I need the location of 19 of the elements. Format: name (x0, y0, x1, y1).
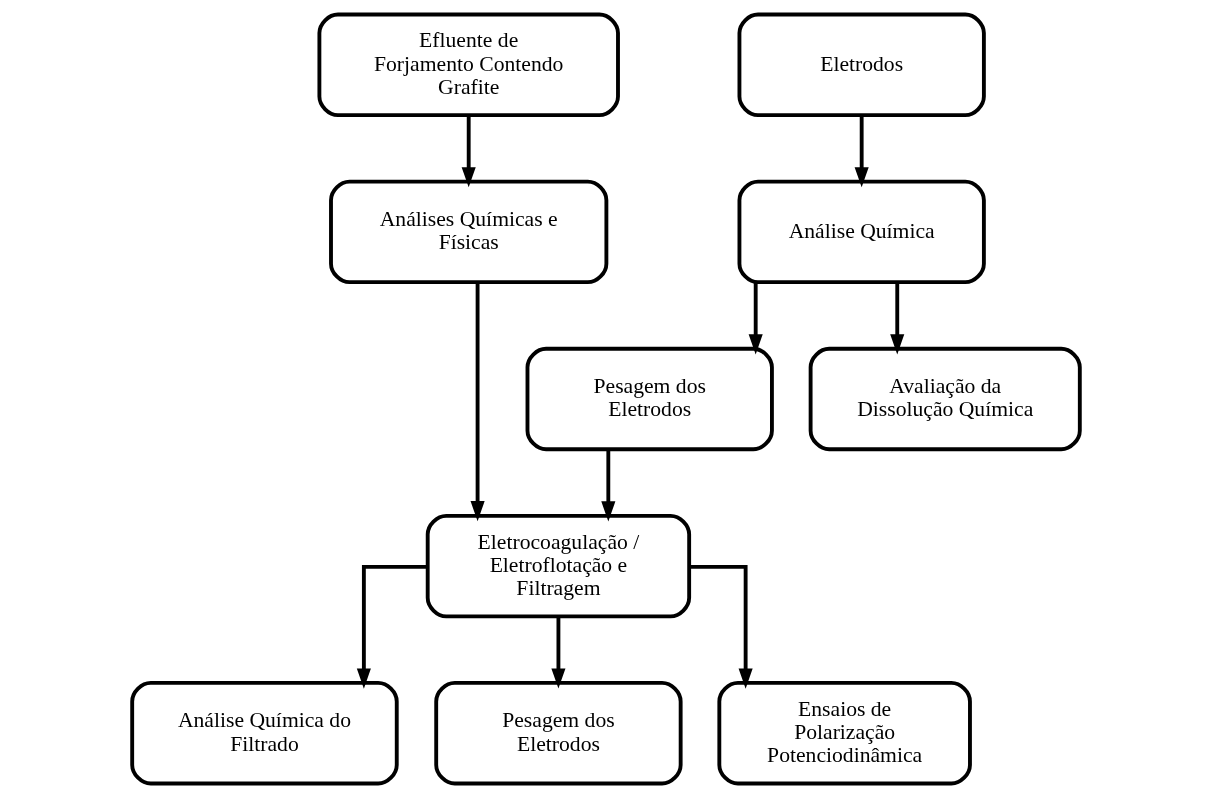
arrow (461, 115, 476, 188)
arrow (889, 282, 904, 355)
node-box: Pesagem dos Eletrodos (433, 680, 683, 786)
arrow (688, 564, 753, 689)
node-box: Efluente de Forjamento Contendo Grafite (316, 12, 620, 118)
arrow (600, 449, 615, 522)
arrow (470, 282, 485, 522)
arrow (356, 564, 428, 689)
arrow (854, 115, 869, 188)
node-box: Pesagem dos Eletrodos (525, 346, 774, 452)
node-box: Eletrodos (737, 12, 986, 118)
node-box: Análises Químicas e Físicas (328, 179, 608, 285)
arrow (550, 616, 565, 689)
node-box: Ensaios de Polarização Potenciodinâmica (716, 680, 972, 786)
arrow (748, 282, 763, 355)
node-box: Eletrocoagulação / Eletroflotação e Filtragem (425, 513, 691, 619)
node-box: Análise Química (737, 179, 986, 285)
node-box: Análise Química do Filtrado (129, 680, 399, 786)
node-box: Avaliação da Dissolução Química (808, 346, 1082, 452)
